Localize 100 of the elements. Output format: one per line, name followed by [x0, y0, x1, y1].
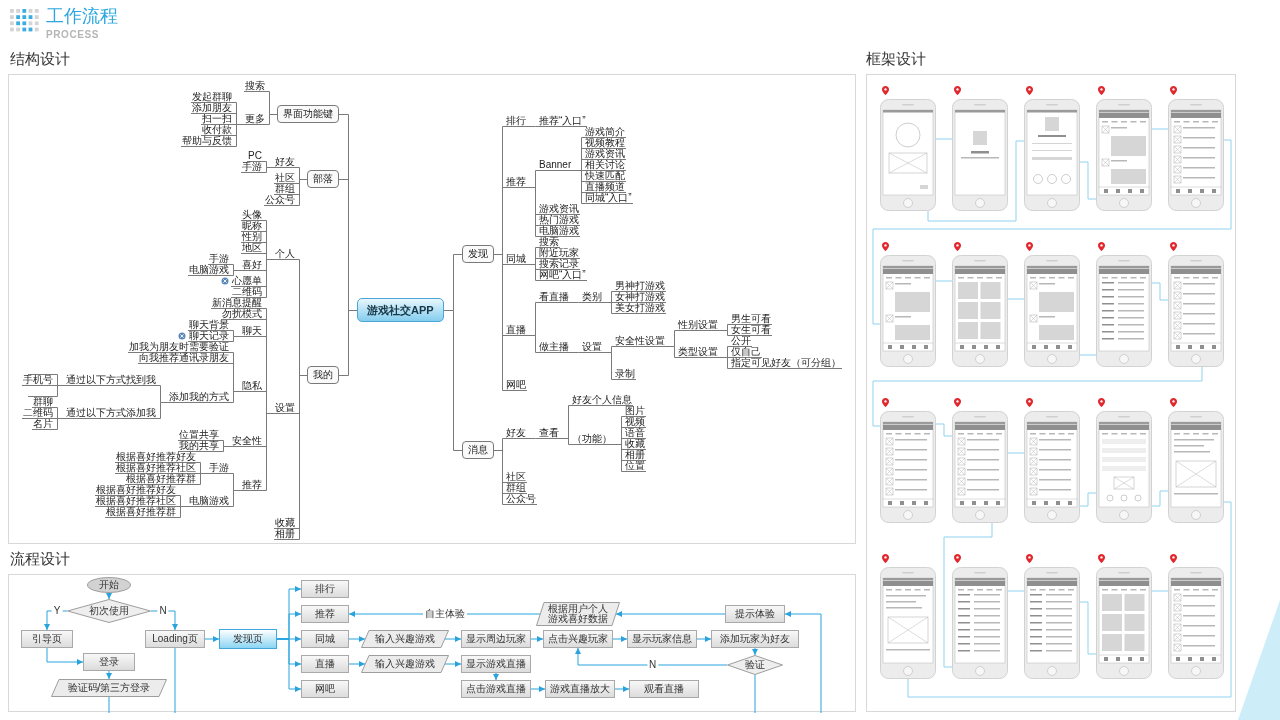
subtopic-label: 语音 — [624, 428, 646, 439]
subtopic-label: 看直播 — [538, 292, 570, 303]
process-box: 引导页 — [21, 630, 73, 648]
branch-line — [569, 352, 582, 353]
flow-arrow — [106, 592, 112, 600]
subtopic-label: 仅自己 — [730, 347, 762, 358]
subtopic-label: 群聊 — [32, 397, 54, 408]
branch-line — [219, 446, 232, 452]
subtopic-label: 视频教程 — [584, 138, 626, 149]
subtopic-label: 手机号 — [22, 375, 54, 386]
phone-wireframe — [1024, 99, 1080, 211]
process-box: 点击兴趣玩家 — [543, 630, 613, 648]
phone-wireframe — [880, 567, 936, 679]
flow-arrow — [530, 636, 544, 642]
flow-arrow — [614, 686, 630, 692]
subtopic-label: 勿扰模式 — [221, 309, 263, 320]
branch-line — [262, 413, 275, 491]
subtopic-label: 二维码 — [231, 287, 263, 298]
link-line — [935, 138, 953, 140]
phone-wireframe — [880, 411, 936, 523]
flow-arrow — [615, 611, 726, 617]
phone-wireframe — [952, 99, 1008, 211]
flow-line — [174, 647, 176, 714]
subtopic-label: 根据喜好推荐群 — [105, 507, 177, 518]
decision-diamond: 验证 — [727, 655, 783, 675]
subtopic-label: 我的共享 — [178, 441, 220, 452]
branch-line — [526, 126, 539, 127]
subtopic-label: 添加我的方式 — [168, 392, 230, 403]
branch-line — [229, 336, 242, 342]
subtopic-label: 头像 — [241, 210, 263, 221]
branch-line — [232, 124, 245, 147]
phone-wireframe — [1168, 411, 1224, 523]
branch-line — [229, 391, 242, 403]
subtopic-label: 指定可见好友（可分组） — [730, 358, 842, 369]
subtopic-label: 游戏简介 — [584, 127, 626, 138]
subtopic-label: 添加朋友 — [191, 103, 233, 114]
subtopic-label: 设置 — [274, 403, 296, 414]
link-line — [1079, 492, 1097, 507]
process-box: Loading页 — [145, 630, 205, 648]
subtopic-label: 查看 — [538, 428, 560, 439]
subtopic-label: 隐私 — [241, 381, 263, 392]
page-title: 工作流程 — [46, 5, 118, 27]
edge-label: 自主体验 — [422, 609, 467, 619]
main-topic-box: 界面功能键 — [277, 105, 339, 123]
branch-line — [443, 310, 463, 451]
subtopic-label: 好友个人信息 — [571, 395, 633, 406]
subtopic-label: 搜索 — [244, 81, 266, 92]
branch-line — [569, 302, 582, 303]
section-heading: 流程设计 — [10, 550, 70, 568]
subtopic-label: 游戏资讯 — [538, 204, 580, 215]
subtopic-label: 地区 — [241, 243, 263, 254]
link-line — [1079, 161, 1097, 200]
link-line — [907, 501, 1232, 698]
process-box: 显示玩家信息 — [627, 630, 697, 648]
phone-wireframe — [952, 567, 1008, 679]
edge-label: N — [646, 660, 659, 670]
subtopic-label: 发起群聊 — [191, 92, 233, 103]
subtopic-label: 搜索记录 — [538, 259, 580, 270]
subtopic-label: 根据喜好推荐群 — [125, 474, 197, 485]
phone-wireframe — [1096, 411, 1152, 523]
subtopic-label: 收付款 — [201, 125, 233, 136]
subtopic-label: 网吧 — [505, 380, 527, 391]
subtopic-label: 根据喜好推荐好友 — [95, 485, 177, 496]
subtopic-label: 社区 — [505, 472, 527, 483]
flow-arrow — [493, 672, 499, 681]
flow-line — [754, 674, 756, 714]
branch-line — [602, 302, 615, 314]
flow-arrow — [276, 638, 302, 692]
subtopic-label: 性别 — [241, 232, 263, 243]
subtopic-label: 手游 — [241, 162, 263, 173]
subtopic-label: 好友 — [505, 428, 527, 439]
flow-arrow — [106, 670, 112, 680]
subtitle: PROCESS — [46, 29, 100, 41]
subtopic-label: 位置 — [624, 461, 646, 472]
process-box: 观看直播 — [629, 680, 699, 698]
phone-wireframe — [1168, 567, 1224, 679]
subtopic-label: 附近玩家 — [538, 248, 580, 259]
process-box: 网吧 — [301, 680, 349, 698]
link-line — [1007, 452, 1025, 454]
phone-wireframe — [1096, 255, 1152, 367]
subtopic-label: 男生可看 — [730, 314, 772, 325]
branch-line — [493, 450, 506, 505]
branch-line — [526, 335, 539, 353]
process-box: 推荐 — [301, 605, 349, 623]
branch-line — [526, 187, 539, 237]
link-line — [935, 280, 953, 282]
branch-line — [559, 438, 572, 445]
branch-line — [526, 264, 539, 281]
process-box: 添加玩家为好友 — [711, 630, 799, 648]
process-box: 登录 — [83, 653, 135, 671]
subtopic-label: （功能） — [571, 434, 613, 445]
subtopic-label: 收藏 — [624, 439, 646, 450]
flow-arrow — [444, 661, 462, 667]
subtopic-label: 根据喜好推荐社区 — [115, 463, 197, 474]
subtopic-label: 直播 — [505, 325, 527, 336]
subtopic-label: 手游 — [208, 254, 230, 265]
process-box: 显示游戏直播 — [461, 655, 531, 673]
process-box: 提示体验 — [725, 605, 785, 623]
link-line — [872, 139, 1232, 325]
subtopic-label: 喜好 — [241, 260, 263, 271]
